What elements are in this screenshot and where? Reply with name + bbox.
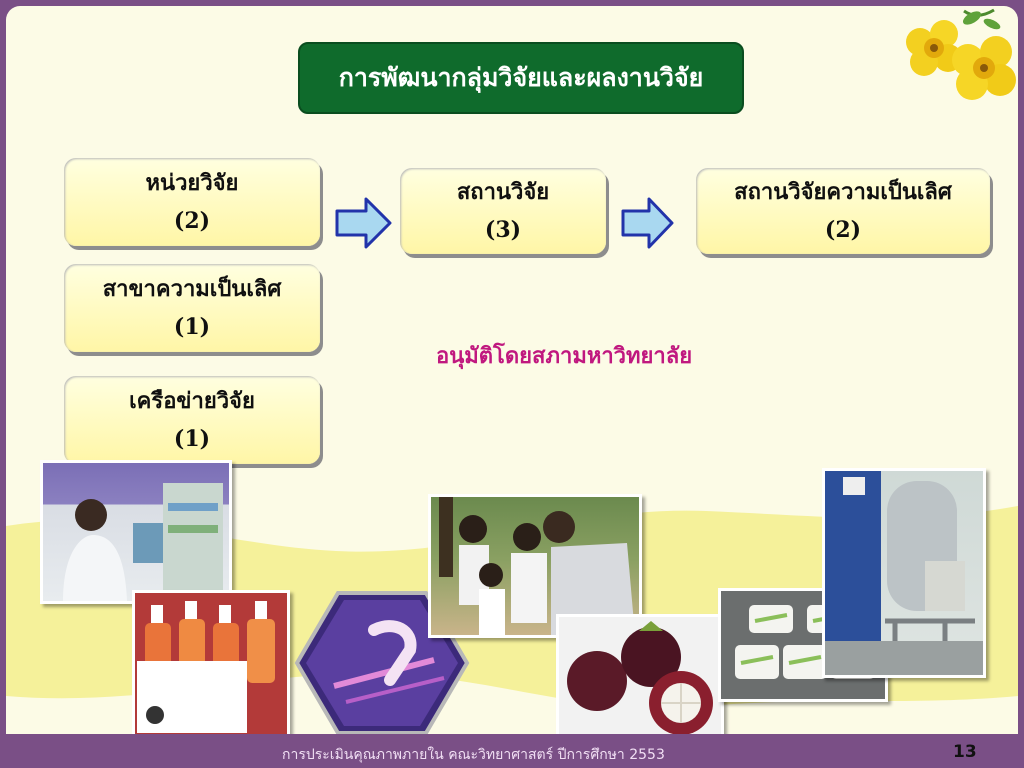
research-network-count: (1) <box>173 426 211 452</box>
research-unit-count: (2) <box>173 208 211 234</box>
spray-products-photo <box>132 590 290 738</box>
page-number: 13 <box>953 742 977 762</box>
footer-bar <box>0 734 1024 768</box>
flower-decoration <box>894 6 1018 115</box>
water-plant-photo <box>822 468 986 678</box>
research-institute-box: สถานวิจัย (3) <box>400 168 606 254</box>
research-unit-box: หน่วยวิจัย (2) <box>64 158 320 246</box>
excellence-branch-count: (1) <box>173 314 211 340</box>
mangosteen-photo <box>556 614 724 738</box>
approval-note: อนุมัติโดยสภามหาวิทยาลัย <box>436 343 693 369</box>
lab-scientist-photo <box>40 460 232 604</box>
research-institute-label: สถานวิจัย <box>456 179 550 205</box>
excellence-institute-label: สถานวิจัยความเป็นเลิศ <box>734 179 952 205</box>
slide-title: การพัฒนากลุ่มวิจัยและผลงานวิจัย <box>338 63 704 92</box>
research-network-box: เครือข่ายวิจัย (1) <box>64 376 320 464</box>
flow-arrow-1 <box>335 197 392 249</box>
slide-title-banner: การพัฒนากลุ่มวิจัยและผลงานวิจัย <box>298 42 744 114</box>
excellence-branch-label: สาขาความเป็นเลิศ <box>102 276 282 302</box>
research-network-label: เครือข่ายวิจัย <box>129 388 255 414</box>
excellence-institute-box: สถานวิจัยความเป็นเลิศ (2) <box>696 168 990 254</box>
excellence-branch-box: สาขาความเป็นเลิศ (1) <box>64 264 320 352</box>
dna-gel-photo <box>294 591 470 735</box>
research-institute-count: (3) <box>484 217 522 243</box>
flow-arrow-2 <box>621 197 674 249</box>
excellence-institute-count: (2) <box>824 217 862 243</box>
research-unit-label: หน่วยวิจัย <box>145 170 239 196</box>
footer-caption: การประเมินคุณภาพภายใน คณะวิทยาศาสตร์ ปีก… <box>282 747 665 763</box>
